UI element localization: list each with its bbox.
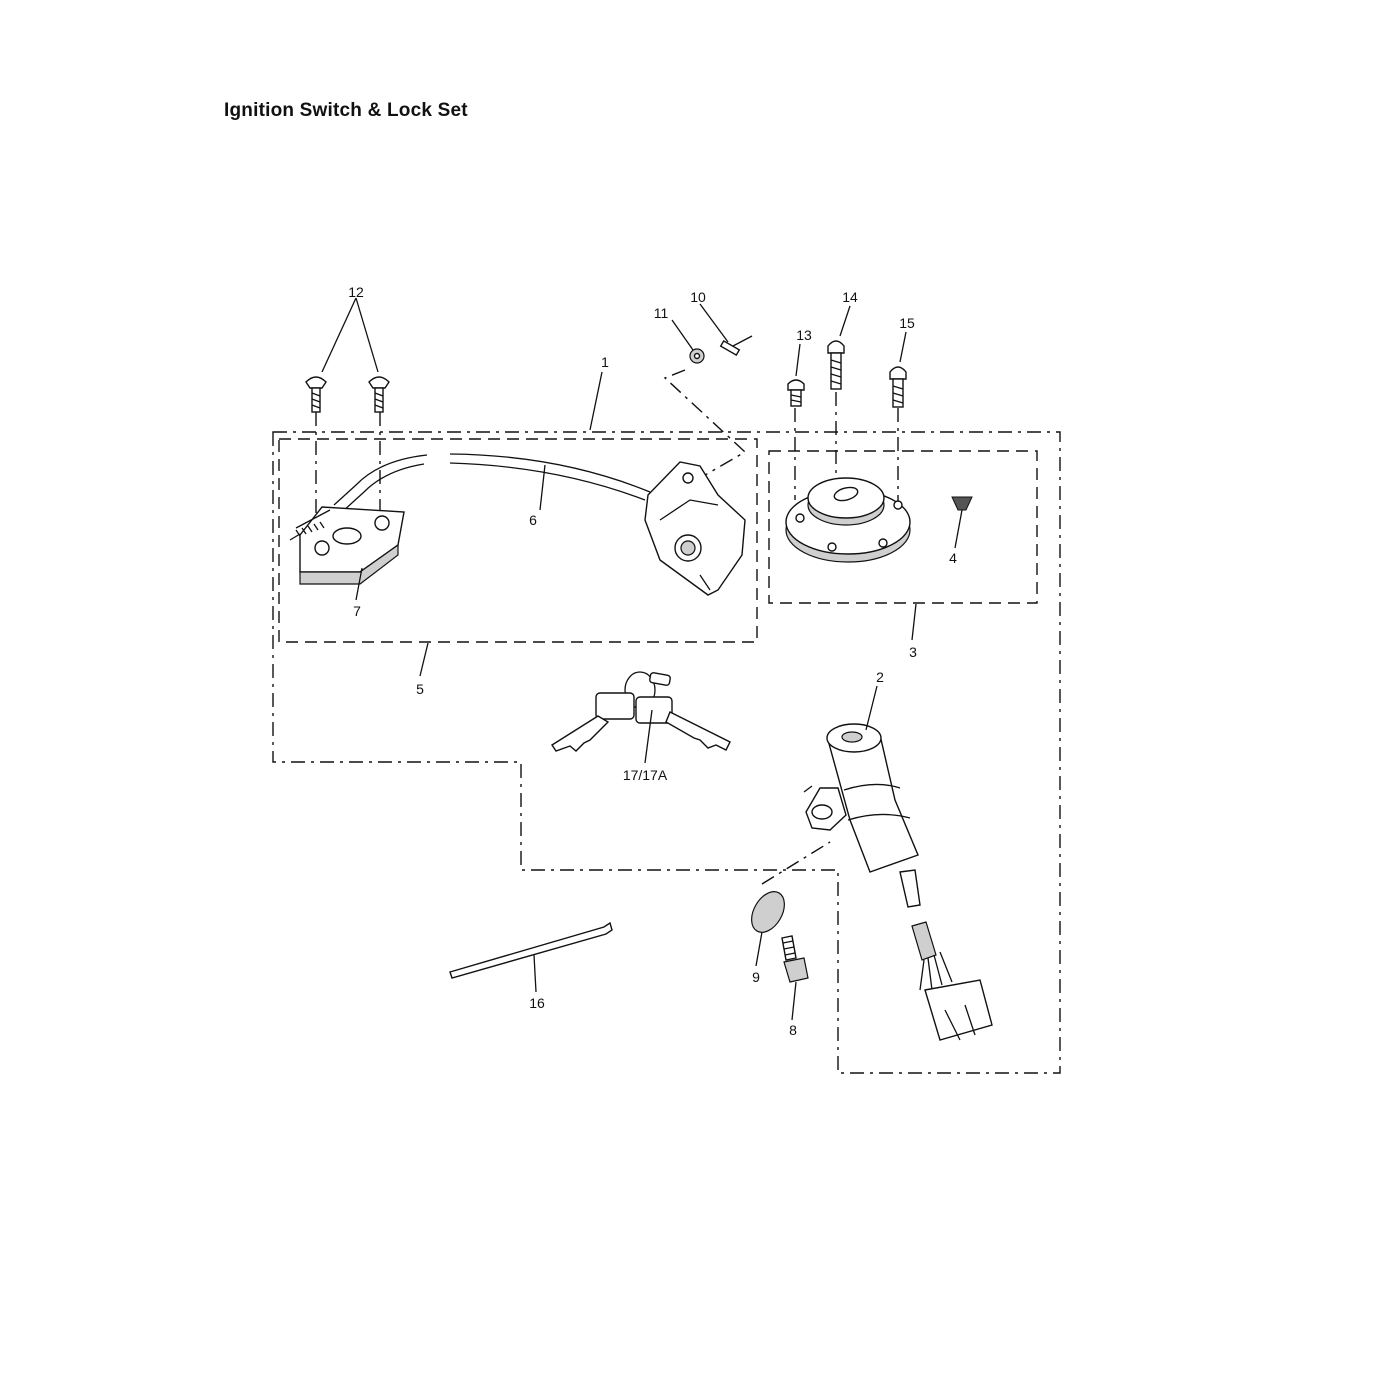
callout-17-17a: 17/17A bbox=[623, 767, 668, 783]
subassembly-boundary-5 bbox=[278, 438, 758, 643]
callout-1: 1 bbox=[601, 354, 609, 370]
callout-3: 3 bbox=[909, 644, 917, 660]
rivet-10 bbox=[719, 335, 753, 357]
subassembly-boundary-3 bbox=[768, 450, 1038, 604]
callout-2: 2 bbox=[876, 669, 884, 685]
callout-8: 8 bbox=[789, 1022, 797, 1038]
page-title: Ignition Switch & Lock Set bbox=[224, 100, 468, 121]
callout-16: 16 bbox=[529, 995, 545, 1011]
leader-lines bbox=[321, 297, 963, 1021]
screw-12-right bbox=[368, 376, 390, 413]
ignition-switch-2 bbox=[803, 723, 993, 1041]
callout-12: 12 bbox=[348, 284, 364, 300]
seat-release-mechanism bbox=[644, 461, 746, 596]
keys-17 bbox=[551, 671, 731, 752]
screw-14 bbox=[827, 340, 845, 390]
cover-9 bbox=[751, 891, 785, 933]
plug-4 bbox=[951, 496, 973, 511]
callout-15: 15 bbox=[899, 315, 915, 331]
callout-10: 10 bbox=[690, 289, 706, 305]
kit-boundary-1 bbox=[272, 431, 1061, 1074]
callout-14: 14 bbox=[842, 289, 858, 305]
callout-7: 7 bbox=[353, 603, 361, 619]
callout-labels: 12 1 10 11 13 14 15 6 7 4 3 5 2 17/17A 9… bbox=[348, 284, 957, 1038]
callout-6: 6 bbox=[529, 512, 537, 528]
screw-12-left bbox=[305, 376, 327, 413]
cable-tie-16 bbox=[449, 921, 613, 979]
fuel-cap-3 bbox=[785, 477, 911, 563]
callout-4: 4 bbox=[949, 550, 957, 566]
assembly-boundaries bbox=[272, 431, 1061, 1074]
screw-13 bbox=[787, 379, 805, 407]
callout-9: 9 bbox=[752, 969, 760, 985]
seat-lock-7 bbox=[289, 506, 405, 585]
washer-11 bbox=[689, 348, 705, 364]
bolt-8 bbox=[781, 935, 809, 983]
callout-13: 13 bbox=[796, 327, 812, 343]
callout-11: 11 bbox=[654, 305, 669, 321]
alignment-lines bbox=[315, 369, 899, 885]
callout-5: 5 bbox=[416, 681, 424, 697]
screw-15 bbox=[889, 366, 907, 408]
cable-6 bbox=[333, 453, 651, 513]
